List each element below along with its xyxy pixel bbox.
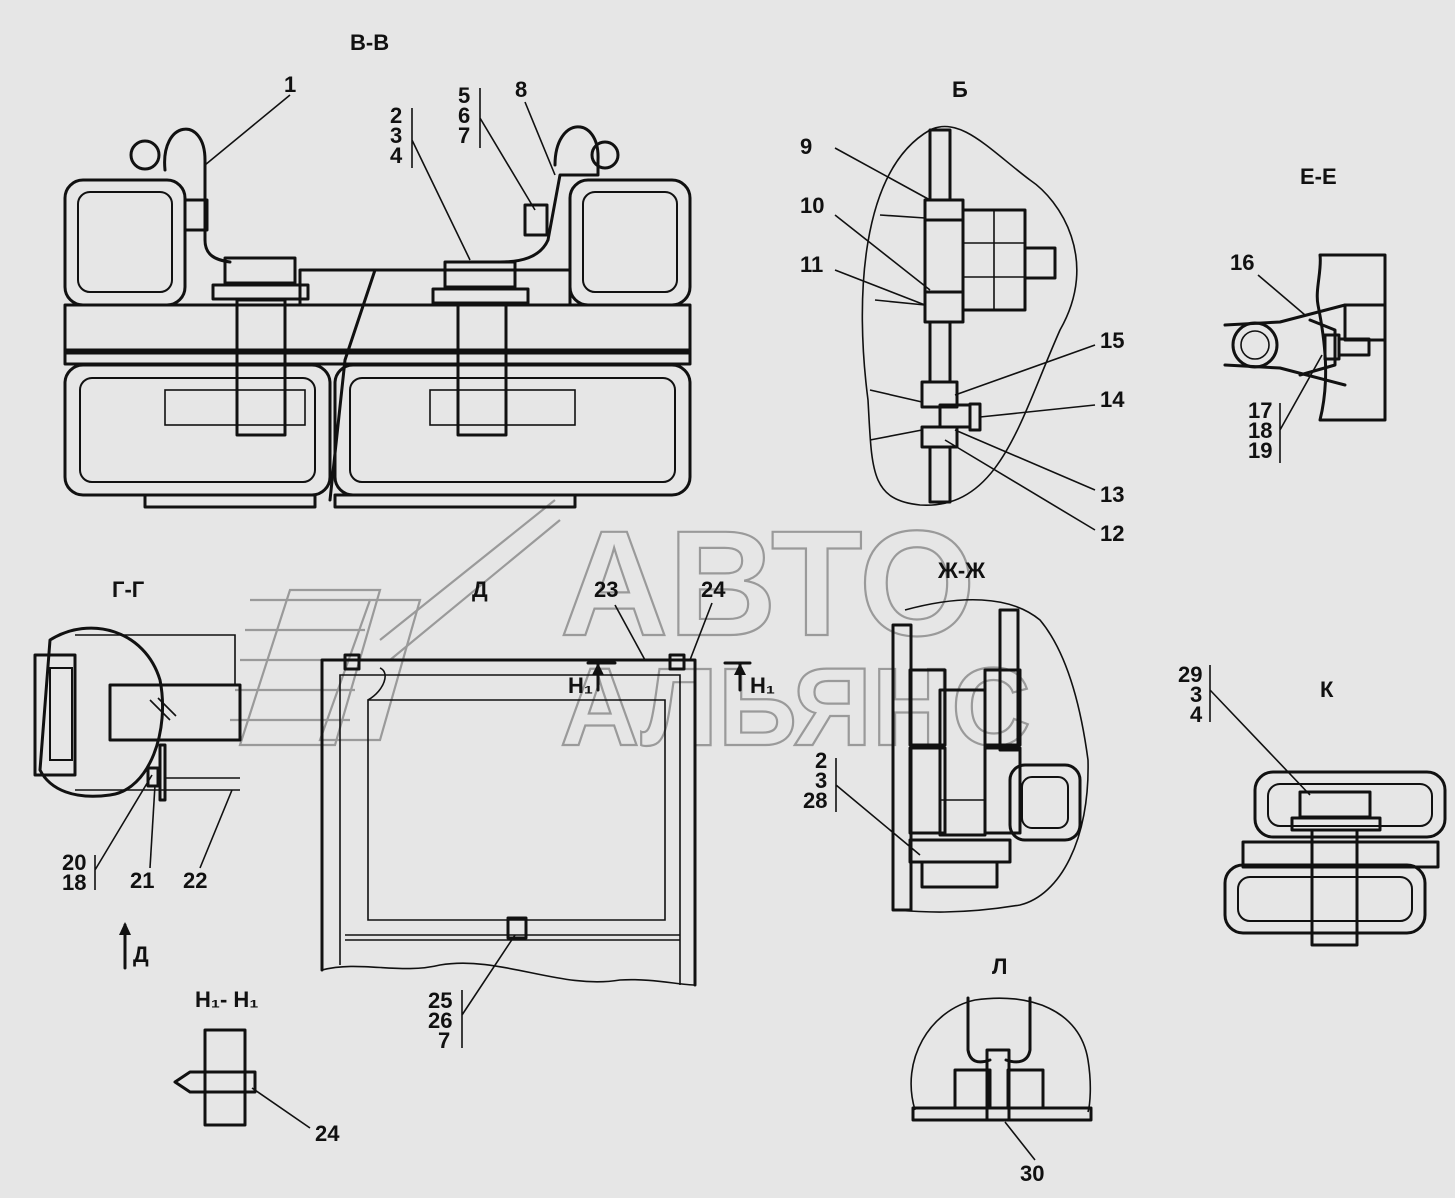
callout-9: 9 [800,134,812,159]
view-b: Б 9 10 11 15 14 13 12 [800,77,1125,546]
callout-7b: 7 [438,1028,450,1053]
view-d-title: Д [472,577,488,602]
callout-24a: 24 [701,577,726,602]
callout-15: 15 [1100,328,1124,353]
view-ee: Е-Е 16 17 18 19 [1223,164,1387,463]
callout-25: 25 [428,988,452,1013]
callout-30: 30 [1020,1161,1044,1186]
view-b-title: Б [952,77,968,102]
callout-2b: 2 [815,748,827,773]
callout-1: 1 [284,72,296,97]
marker-h1-left: Н₁ [568,673,593,698]
callout-23: 23 [594,577,618,602]
callout-17: 17 [1248,398,1272,423]
callout-20: 20 [62,850,86,875]
view-zhzh: Ж-Ж 2 3 28 [803,558,1089,913]
callout-7: 7 [458,123,470,148]
view-h1h1-title: Н₁- Н₁ [195,987,258,1012]
view-gg: Г-Г 20 18 21 22 Д [33,577,242,970]
view-h1h1: Н₁- Н₁ 24 [173,987,340,1146]
callout-3c: 3 [1190,682,1202,707]
callout-8: 8 [515,77,527,102]
callout-19: 19 [1248,438,1272,463]
callout-29: 29 [1178,662,1202,687]
view-d: Д 23 24 Н₁ Н₁ 25 26 7 [320,577,775,1053]
view-gg-title: Г-Г [112,577,145,602]
view-vv-title: В-В [350,30,389,55]
view-l-title: Л [992,954,1007,979]
callout-26: 26 [428,1008,452,1033]
callout-10: 10 [800,193,824,218]
callout-3: 3 [390,123,402,148]
callout-3b: 3 [815,768,827,793]
watermark: АВТО АЛЬЯНС [230,498,1032,770]
watermark-line1: АВТО [560,499,976,667]
callout-6: 6 [458,103,470,128]
callout-5: 5 [458,83,470,108]
callout-24b: 24 [315,1121,340,1146]
callout-11: 11 [800,252,823,277]
view-k: К 29 3 4 [1178,662,1447,947]
callout-28: 28 [803,788,827,813]
callout-13: 13 [1100,482,1124,507]
watermark-line2: АЛЬЯНС [560,646,1031,769]
callout-4: 4 [390,143,403,168]
view-l: Л 30 [910,954,1093,1186]
callout-22: 22 [183,868,207,893]
view-zhzh-title: Ж-Ж [937,558,985,583]
watermark-logo [230,499,561,747]
callout-2: 2 [390,103,402,128]
callout-4c: 4 [1190,702,1203,727]
callout-18: 18 [1248,418,1272,443]
callout-21: 21 [130,868,154,893]
view-k-title: К [1320,677,1334,702]
view-ee-title: Е-Е [1300,164,1337,189]
callout-14: 14 [1100,387,1125,412]
callout-16: 16 [1230,250,1254,275]
view-vv: В-В 1 [63,30,692,509]
callout-12: 12 [1100,521,1124,546]
view-d-marker: Д [133,942,149,967]
marker-h1-right: Н₁ [750,673,775,698]
callout-18b: 18 [62,870,86,895]
